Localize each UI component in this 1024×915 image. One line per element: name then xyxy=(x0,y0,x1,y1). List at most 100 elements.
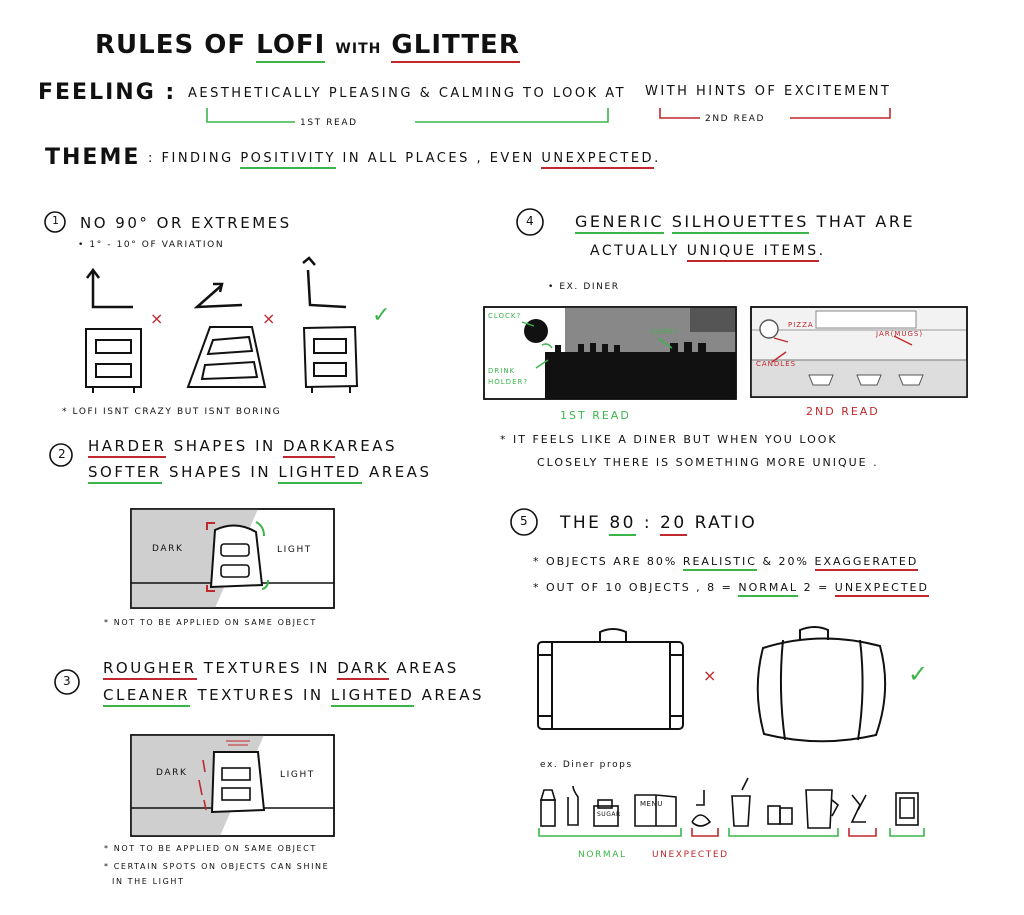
rule4-line1: Generic silhouettes that are xyxy=(575,212,916,234)
rule5-b2-c: 2 = xyxy=(803,581,830,594)
rule5-bullet2: * Out of 10 objects , 8 = normal 2 = une… xyxy=(533,581,929,597)
diner-props xyxy=(539,777,919,829)
rule5-colon: : xyxy=(643,513,653,533)
diner-second-read xyxy=(750,306,968,398)
rule3-note1: * Not to be applied on same object xyxy=(104,844,317,853)
rule2-note: * Not to be applied on same object xyxy=(104,618,317,627)
rule3-line2: Cleaner textures in lighted areas xyxy=(103,686,485,707)
rule4-l1-c: that are xyxy=(816,212,916,231)
rule5-exaggerated: exaggerated xyxy=(814,555,919,571)
cabinet-extreme xyxy=(186,326,267,388)
title-glitter: Glitter xyxy=(391,30,520,63)
rule4-unique-items: unique items xyxy=(686,243,819,262)
theme-pre: : Finding xyxy=(148,151,234,166)
suitcase-realistic xyxy=(537,628,684,730)
rule1-sub: • 1° - 10° of variation xyxy=(78,240,225,250)
rule1-note: * Lofi isnt crazy but isnt boring xyxy=(62,407,282,417)
rule4-note1: * It feels like a diner but when you loo… xyxy=(500,433,838,446)
cabinet-slight xyxy=(302,325,359,393)
rule5-the: The xyxy=(560,513,602,533)
theme-mid: in all places , even xyxy=(342,151,535,166)
feeling-text: Aesthetically pleasing & calming to look… xyxy=(188,86,627,101)
rule5-x-mark: × xyxy=(703,666,717,685)
rule3-scene xyxy=(130,734,335,837)
rule5-80: 80 xyxy=(609,513,636,536)
rule5-title: The 80 : 20 ratio xyxy=(560,513,758,536)
rule5-ratio: ratio xyxy=(694,513,758,533)
rule3-line1: Rougher textures in dark areas xyxy=(103,659,459,680)
rule5-20: 20 xyxy=(660,513,687,536)
rule5-number: 5 xyxy=(520,514,530,528)
label-drink-holder: Drink holder? xyxy=(488,367,529,386)
props-heading: ex. Diner props xyxy=(540,760,633,770)
label-clock: Clock? xyxy=(488,312,522,320)
rule2-line2: Softer shapes in lighted areas xyxy=(88,463,432,484)
angle-90 xyxy=(86,267,133,309)
second-read-bracket xyxy=(659,108,891,119)
rule4-generic: Generic xyxy=(575,212,665,234)
props-brackets xyxy=(538,828,925,837)
theme-text: : Finding Positivity in all places , eve… xyxy=(148,151,661,169)
rule3-number: 3 xyxy=(63,674,73,688)
label-pizza: Pizza xyxy=(788,321,814,329)
rule2-light-label: Light xyxy=(277,545,312,555)
rule3-note2-cont: in the light xyxy=(112,877,185,886)
label-cups: Cups? xyxy=(651,328,679,336)
rule1-number-circle xyxy=(44,211,66,233)
rule3-l2-d: areas xyxy=(421,686,485,704)
rule2-harder: Harder xyxy=(88,437,167,458)
rule2-line1: Harder shapes in darkareas xyxy=(88,437,398,458)
first-read-label: 1st read xyxy=(300,118,358,128)
rule5-bullet1: * Objects are 80% realistic & 20% exagge… xyxy=(533,555,919,571)
cabinet-straight xyxy=(85,328,142,393)
props-unexpected-label: Unexpected xyxy=(652,850,729,860)
rule4-number-circle xyxy=(516,208,544,236)
rule3-lighted: lighted xyxy=(330,686,415,707)
theme-unexpected: unexpected xyxy=(541,151,655,169)
rule2-scene xyxy=(130,508,335,609)
rule4-actually: actually xyxy=(590,243,680,259)
angle-slight xyxy=(302,256,347,309)
rule2-number: 2 xyxy=(58,447,68,461)
rule4-line2: actually unique items. xyxy=(590,243,826,262)
rule3-l1-b: textures in xyxy=(203,659,330,677)
feeling-label: Feeling : xyxy=(38,80,177,105)
rule2-l1-d: areas xyxy=(334,437,398,455)
rule3-cleaner: Cleaner xyxy=(103,686,191,707)
rule5-unexpected: unexpected xyxy=(834,581,929,597)
rule1-title: No 90° or extremes xyxy=(80,214,292,232)
rule4-number: 4 xyxy=(526,214,536,228)
rule5-b1-a: * Objects are 80% xyxy=(533,555,678,568)
rule2-l2-d: areas xyxy=(369,463,432,481)
rule3-l2-b: textures in xyxy=(197,686,324,704)
rule5-realistic: realistic xyxy=(682,555,757,571)
rule3-light-label: Light xyxy=(280,770,315,780)
rule3-note2: * Certain spots on objects can shine xyxy=(104,862,330,871)
rule2-number-circle xyxy=(49,443,73,467)
rule3-dark: dark xyxy=(337,659,390,680)
rule5-check-mark: ✓ xyxy=(908,660,929,688)
diner-second-read-label: 2nd read xyxy=(806,405,880,418)
prop-label-menu: Menu xyxy=(640,800,663,808)
rule4-l2-c: . xyxy=(818,243,826,259)
title-rules-of: Rules of xyxy=(95,30,247,60)
first-read-bracket xyxy=(206,108,609,123)
rule2-dark-label: Dark xyxy=(152,544,184,554)
theme-label: Theme xyxy=(45,145,141,170)
rule2-l1-b: shapes in xyxy=(173,437,276,455)
diner-first-read-label: 1st read xyxy=(560,409,631,422)
angle-extreme xyxy=(193,282,243,309)
props-normal-label: Normal xyxy=(578,850,627,860)
rule5-number-circle xyxy=(510,508,538,536)
rule3-dark-label: Dark xyxy=(156,768,188,778)
rule1-x-mark-2: × xyxy=(262,309,276,328)
rule5-normal: normal xyxy=(738,581,799,597)
rule1-x-mark-1: × xyxy=(150,309,164,328)
rule2-l2-b: shapes in xyxy=(169,463,272,481)
rule5-b2-a: * Out of 10 objects , 8 = xyxy=(533,581,733,594)
page-title: Rules of Lofi with Glitter xyxy=(95,30,520,63)
rule2-softer: Softer xyxy=(88,463,162,484)
prop-label-sugar: Sugar xyxy=(597,811,621,818)
rule4-silhouettes: silhouettes xyxy=(671,212,809,234)
